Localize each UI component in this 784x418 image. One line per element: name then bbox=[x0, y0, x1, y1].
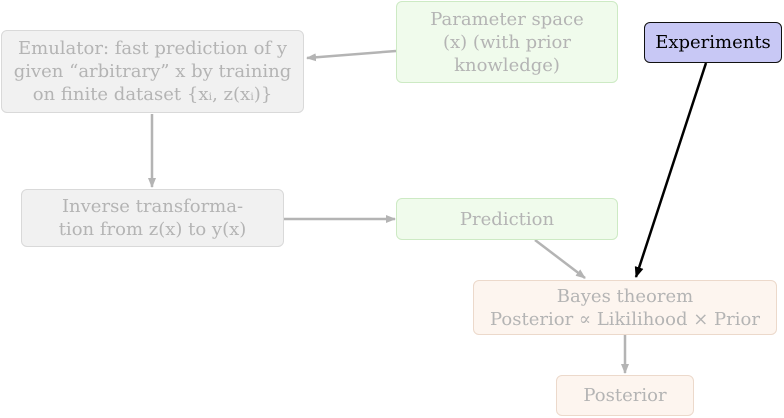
inverse-transformation-line-1: Inverse transforma- bbox=[61, 196, 244, 217]
parameter-space-node: Parameter space (x) (with prior knowledg… bbox=[396, 1, 618, 83]
parameter-space-line-3: knowledge) bbox=[454, 54, 560, 76]
bayes-theorem-node: Bayes theorem Posterior ∝ Likilihood × P… bbox=[473, 280, 777, 335]
prediction-label: Prediction bbox=[459, 208, 555, 230]
experiments-label: Experiments bbox=[655, 32, 771, 53]
emulator-line-3: on finite dataset {xᵢ, z(xᵢ)} bbox=[32, 84, 273, 105]
arrow-experiments-to-bayes bbox=[634, 62, 708, 278]
parameter-space-line-1: Parameter space bbox=[430, 8, 584, 30]
bayes-theorem-line-2: Posterior ∝ Likilihood × Prior bbox=[490, 308, 760, 330]
inverse-transformation-line-2: tion from z(x) to y(x) bbox=[58, 219, 247, 240]
emulator-line-1: Emulator: fast prediction of y bbox=[17, 38, 287, 59]
arrow-prediction-to-bayes bbox=[534, 239, 586, 279]
inverse-transformation-node: Inverse transforma- tion from z(x) to y(… bbox=[21, 189, 284, 247]
emulator-line-2: given “arbitrary” x by training bbox=[13, 61, 292, 82]
prediction-node: Prediction bbox=[396, 198, 618, 240]
emulator-node: Emulator: fast prediction of y given “ar… bbox=[1, 30, 304, 113]
bayes-theorem-line-1: Bayes theorem bbox=[556, 285, 694, 307]
arrow-parameter-to-emulator bbox=[306, 49, 397, 62]
posterior-node: Posterior bbox=[556, 375, 694, 416]
experiments-node: Experiments bbox=[644, 22, 782, 63]
posterior-label: Posterior bbox=[583, 385, 667, 406]
parameter-space-line-2: (x) (with prior bbox=[443, 31, 571, 53]
